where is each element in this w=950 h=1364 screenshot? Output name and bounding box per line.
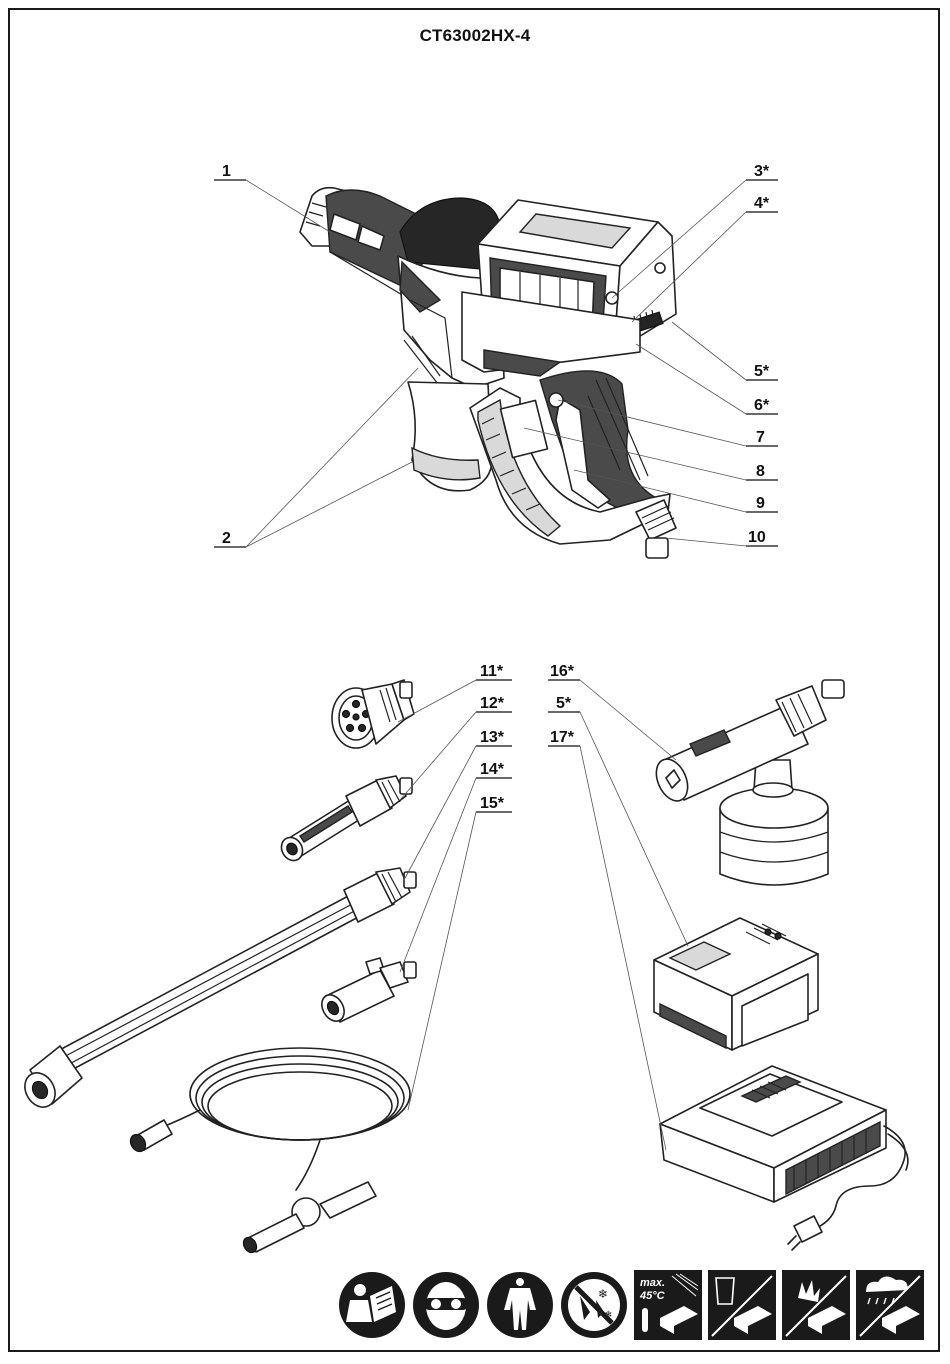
short-lance-illustration	[277, 776, 412, 864]
svg-text:❄: ❄	[598, 1287, 608, 1301]
battery-pack-illustration	[654, 918, 818, 1050]
temperature-label: 45°C	[639, 1290, 666, 1302]
label-16: 16*	[550, 663, 575, 680]
label-11: 11*	[480, 663, 504, 680]
label-13: 13*	[480, 729, 505, 746]
label-5: 5*	[754, 363, 770, 380]
label-4: 4*	[754, 195, 770, 212]
safety-icons-row: ❄ ❄ max. 45°C	[339, 1270, 924, 1340]
label-7: 7	[756, 429, 765, 446]
label-14: 14*	[480, 761, 505, 778]
max-label: max.	[640, 1277, 665, 1289]
safety-goggles-icon	[413, 1272, 479, 1338]
foam-bottle-illustration	[650, 680, 844, 885]
label-8: 8	[756, 463, 765, 480]
label-5-battery: 5*	[556, 695, 572, 712]
label-10: 10	[748, 529, 766, 546]
spray-gun-illustration	[300, 188, 676, 558]
no-rain-battery-icon	[856, 1270, 924, 1340]
max-temperature-battery-icon: max. 45°C	[634, 1270, 702, 1340]
no-fire-battery-icon	[782, 1270, 850, 1340]
label-1: 1	[222, 163, 231, 180]
no-disposal-battery-icon	[708, 1270, 776, 1340]
read-manual-icon	[339, 1272, 405, 1338]
label-17: 17*	[550, 729, 575, 746]
label-9: 9	[756, 495, 765, 512]
multi-nozzle-head-illustration	[332, 680, 414, 748]
charger-illustration	[660, 1066, 908, 1250]
no-rain-snow-icon: ❄ ❄	[561, 1272, 627, 1338]
hose-illustration	[127, 1048, 410, 1255]
label-2: 2	[222, 530, 231, 547]
label-6: 6*	[754, 397, 770, 414]
label-12: 12*	[480, 695, 505, 712]
label-3: 3*	[754, 163, 770, 180]
protective-clothing-icon	[487, 1272, 553, 1338]
label-15: 15*	[480, 795, 505, 812]
